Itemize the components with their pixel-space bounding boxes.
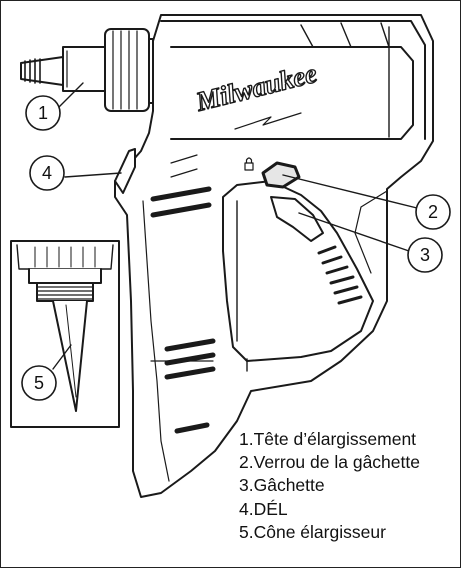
leader-line-5 [52, 344, 72, 370]
tool-body [114, 14, 434, 498]
legend-item-expander-cone: 5.Cône élargisseur [239, 521, 386, 542]
callout-2-number: 2 [428, 202, 438, 222]
callout-1-number: 1 [38, 103, 48, 123]
callout-4-number: 4 [42, 163, 52, 183]
legend-item-expander-head: 1.Tête d’élargissement [239, 429, 417, 449]
legend: 1.Tête d’élargissement 2.Verrou de la gâ… [239, 428, 459, 544]
padlock-icon [244, 157, 254, 171]
leader-line-1 [58, 82, 84, 108]
callout-1 [25, 95, 61, 131]
cone-inset [10, 240, 120, 428]
callout-4 [29, 155, 65, 191]
callout-5-number: 5 [34, 373, 44, 393]
leader-line-3 [298, 212, 410, 252]
legend-item-trigger: 3.Gâchette [239, 475, 325, 496]
expander-head [20, 28, 154, 112]
callout-2 [415, 194, 451, 230]
legend-item-led: 4.DÉL [239, 498, 288, 519]
callout-3 [407, 237, 443, 273]
leader-line-2 [282, 174, 422, 210]
callout-3-number: 3 [420, 245, 430, 265]
legend-item-trigger-lock: 2.Verrou de la gâchette [239, 452, 420, 473]
callout-5 [21, 365, 57, 401]
leader-line-4 [64, 172, 122, 178]
